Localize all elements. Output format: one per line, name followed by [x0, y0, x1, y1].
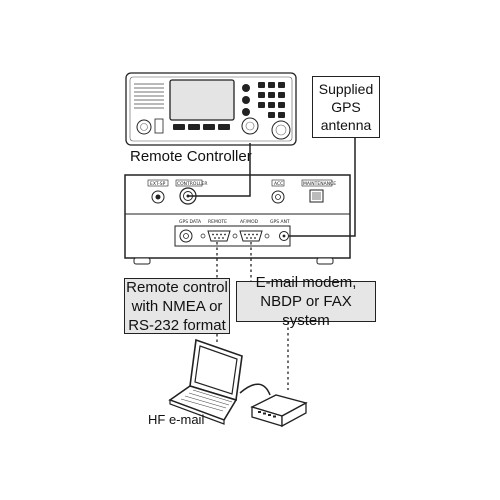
volume-knob: [136, 119, 152, 135]
port-label-gps-data: GPS DATA: [179, 219, 202, 225]
speaker-grille: [134, 83, 164, 109]
port-label-controller: CONTROLLER: [177, 181, 207, 187]
keyboard: [180, 389, 233, 412]
keypad: [258, 82, 285, 118]
controller-cable: [188, 143, 251, 197]
email-modem-line-2: NBDP or FAX system: [260, 293, 352, 329]
gps-antenna-line-3: antenna: [320, 117, 372, 133]
email-modem-box: [250, 394, 308, 428]
remote-control-line-3: RS-232 format: [128, 316, 226, 334]
acc-jack[interactable]: [271, 190, 285, 204]
port-label-remote: REMOTE: [208, 219, 227, 225]
foot-left: [133, 257, 151, 265]
port-label-ext-sp: EXT-SP: [150, 181, 166, 187]
email-modem-line-1: E-mail modem,: [255, 274, 357, 291]
display-screen: [169, 79, 235, 121]
dotted-link-af-mod: [250, 242, 289, 390]
gps-data-jack[interactable]: [179, 229, 193, 243]
laptop-modem-cable: [239, 383, 271, 396]
laptop-computer: [168, 338, 271, 425]
remote-controller-label: Remote Controller: [130, 148, 252, 165]
soft-keys: [173, 124, 230, 130]
gps-antenna-cable: [289, 138, 356, 237]
port-label-acc: ACC: [274, 181, 283, 187]
remote-control-line-1: Remote control: [126, 278, 228, 296]
gps-antenna-line-1: Supplied: [318, 81, 374, 97]
remote-control-label-box: Remote control with NMEA or RS-232 forma…: [124, 278, 230, 334]
side-button: [154, 118, 164, 134]
gps-antenna-line-2: GPS: [331, 99, 361, 115]
email-modem-label-box: E-mail modem, NBDP or FAX system: [236, 274, 376, 329]
channel-knob: [271, 120, 291, 140]
gps-antenna-label-box: Supplied GPS antenna: [312, 76, 380, 138]
main-transceiver-unit: EXT-SP CONTROLLER ACC MAINTENANCE GPS DA…: [124, 174, 351, 265]
port-label-maintenance: MAINTENANCE: [303, 181, 336, 187]
foot-right: [316, 257, 334, 265]
remote-controller-device: [125, 72, 297, 146]
remote-control-line-2: with NMEA or: [131, 297, 223, 315]
af-mod-dsub-port[interactable]: [239, 230, 270, 242]
hf-email-label: HF e-mail: [148, 412, 205, 427]
dial-knob: [241, 117, 259, 135]
port-label-gps-ant: GPS ANT: [270, 219, 290, 225]
port-label-af-mod: AF/MOD: [240, 219, 259, 225]
remote-dsub-port[interactable]: [200, 230, 238, 242]
